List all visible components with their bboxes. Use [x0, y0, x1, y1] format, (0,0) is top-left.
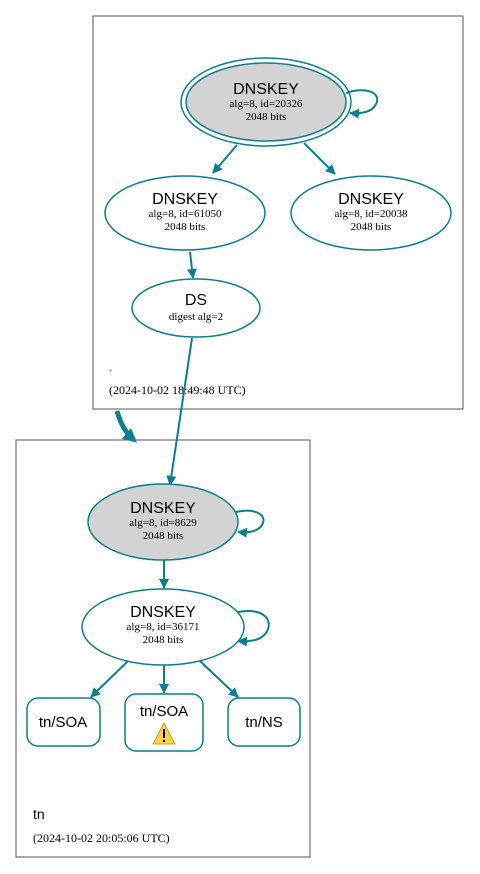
- root-zsk1-node[interactable]: DNSKEY alg=8, id=61050 2048 bits: [104, 175, 266, 251]
- ds-title: DS: [185, 292, 207, 309]
- tn-zone-cluster: tn (2024-10-02 20:05:06 UTC): [15, 439, 311, 858]
- tn-zsk-title: DNSKEY: [130, 604, 196, 621]
- rrset-soa-warning-node[interactable]: tn/SOA: [124, 693, 204, 752]
- root-zsk2-title: DNSKEY: [338, 191, 404, 208]
- ds-node[interactable]: DS digest alg=2: [131, 278, 261, 338]
- rrset-soa-warning-label: tn/SOA: [140, 703, 188, 720]
- rrset-ns-label: tn/NS: [245, 714, 283, 731]
- delegation-edge: [114, 410, 138, 443]
- warning-triangle-icon: [152, 721, 176, 745]
- tn-ksk-size: 2048 bits: [143, 530, 184, 542]
- root-zone-box: [92, 15, 464, 410]
- tn-zone-timestamp: (2024-10-02 20:05:06 UTC): [33, 831, 170, 845]
- ds-detail: digest alg=2: [169, 311, 223, 323]
- root-ksk-self-signature-edge: [345, 89, 379, 119]
- tn-zsk-to-soa-edge: [90, 660, 129, 698]
- root-zsk2-detail: alg=8, id=20038: [335, 208, 408, 220]
- rrset-soa-node[interactable]: tn/SOA: [26, 697, 101, 747]
- rrset-ns-node[interactable]: tn/NS: [227, 697, 301, 747]
- tn-zsk-to-ns-edge: [199, 660, 239, 698]
- root-ksk-to-zsk2-edge: [303, 142, 336, 175]
- edges: [90, 89, 379, 698]
- tn-ksk-title: DNSKEY: [130, 500, 196, 517]
- root-ksk-node[interactable]: DNSKEY alg=8, id=20326 2048 bits: [180, 57, 352, 147]
- root-zone-label: .: [109, 360, 112, 374]
- root-zsk1-detail: alg=8, id=61050: [149, 208, 222, 220]
- root-zsk1-title: DNSKEY: [152, 191, 218, 208]
- tn-ksk-node[interactable]: DNSKEY alg=8, id=8629 2048 bits: [87, 483, 239, 561]
- tn-zsk-self-signature-edge: [237, 610, 270, 647]
- root-zsk1-to-ds-edge: [187, 251, 197, 279]
- tn-ksk-detail: alg=8, id=8629: [129, 517, 197, 529]
- root-zone-cluster: . (2024-10-02 18:49:48 UTC): [92, 15, 464, 410]
- root-zsk1-size: 2048 bits: [165, 221, 206, 233]
- tn-zsk-node[interactable]: DNSKEY alg=8, id=36171 2048 bits: [81, 588, 245, 666]
- tn-zsk-detail: alg=8, id=36171: [127, 621, 200, 633]
- root-zone-timestamp: (2024-10-02 18:49:48 UTC): [109, 383, 246, 397]
- ds-to-tn-ksk-edge: [166, 337, 193, 486]
- tn-zone-box: [15, 439, 311, 858]
- rrset-soa-label: tn/SOA: [39, 714, 87, 731]
- tn-zone-label: tn: [33, 806, 45, 822]
- root-ksk-detail: alg=8, id=20326: [230, 98, 303, 110]
- root-zsk2-node[interactable]: DNSKEY alg=8, id=20038 2048 bits: [290, 175, 452, 251]
- root-ksk-size: 2048 bits: [246, 111, 287, 123]
- tn-ksk-self-signature-edge: [235, 509, 265, 538]
- tn-zsk-size: 2048 bits: [143, 634, 184, 646]
- root-zsk2-size: 2048 bits: [351, 221, 392, 233]
- root-ksk-to-zsk1-edge: [212, 144, 238, 174]
- root-ksk-title: DNSKEY: [233, 81, 299, 98]
